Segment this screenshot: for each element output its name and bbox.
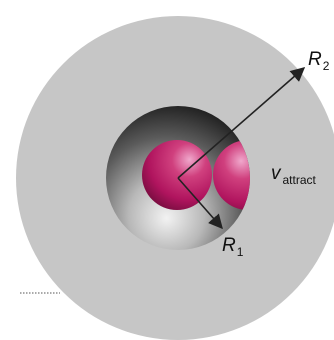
r1-subscript: 1: [236, 245, 244, 259]
r2-arrow: [177, 67, 306, 179]
r1-symbol: R: [222, 235, 236, 256]
r2-symbol: R: [308, 49, 322, 70]
r2-subscript: 2: [322, 59, 330, 73]
neighbor-particle: [213, 140, 250, 210]
v-symbol: v: [271, 163, 281, 184]
v-subscript: attract: [282, 173, 316, 187]
r2-label: R2: [308, 49, 329, 72]
central-particle: [142, 140, 212, 210]
r1-arrow: [177, 177, 223, 230]
particle-group: [142, 140, 250, 210]
r1-label: R1: [222, 235, 243, 258]
